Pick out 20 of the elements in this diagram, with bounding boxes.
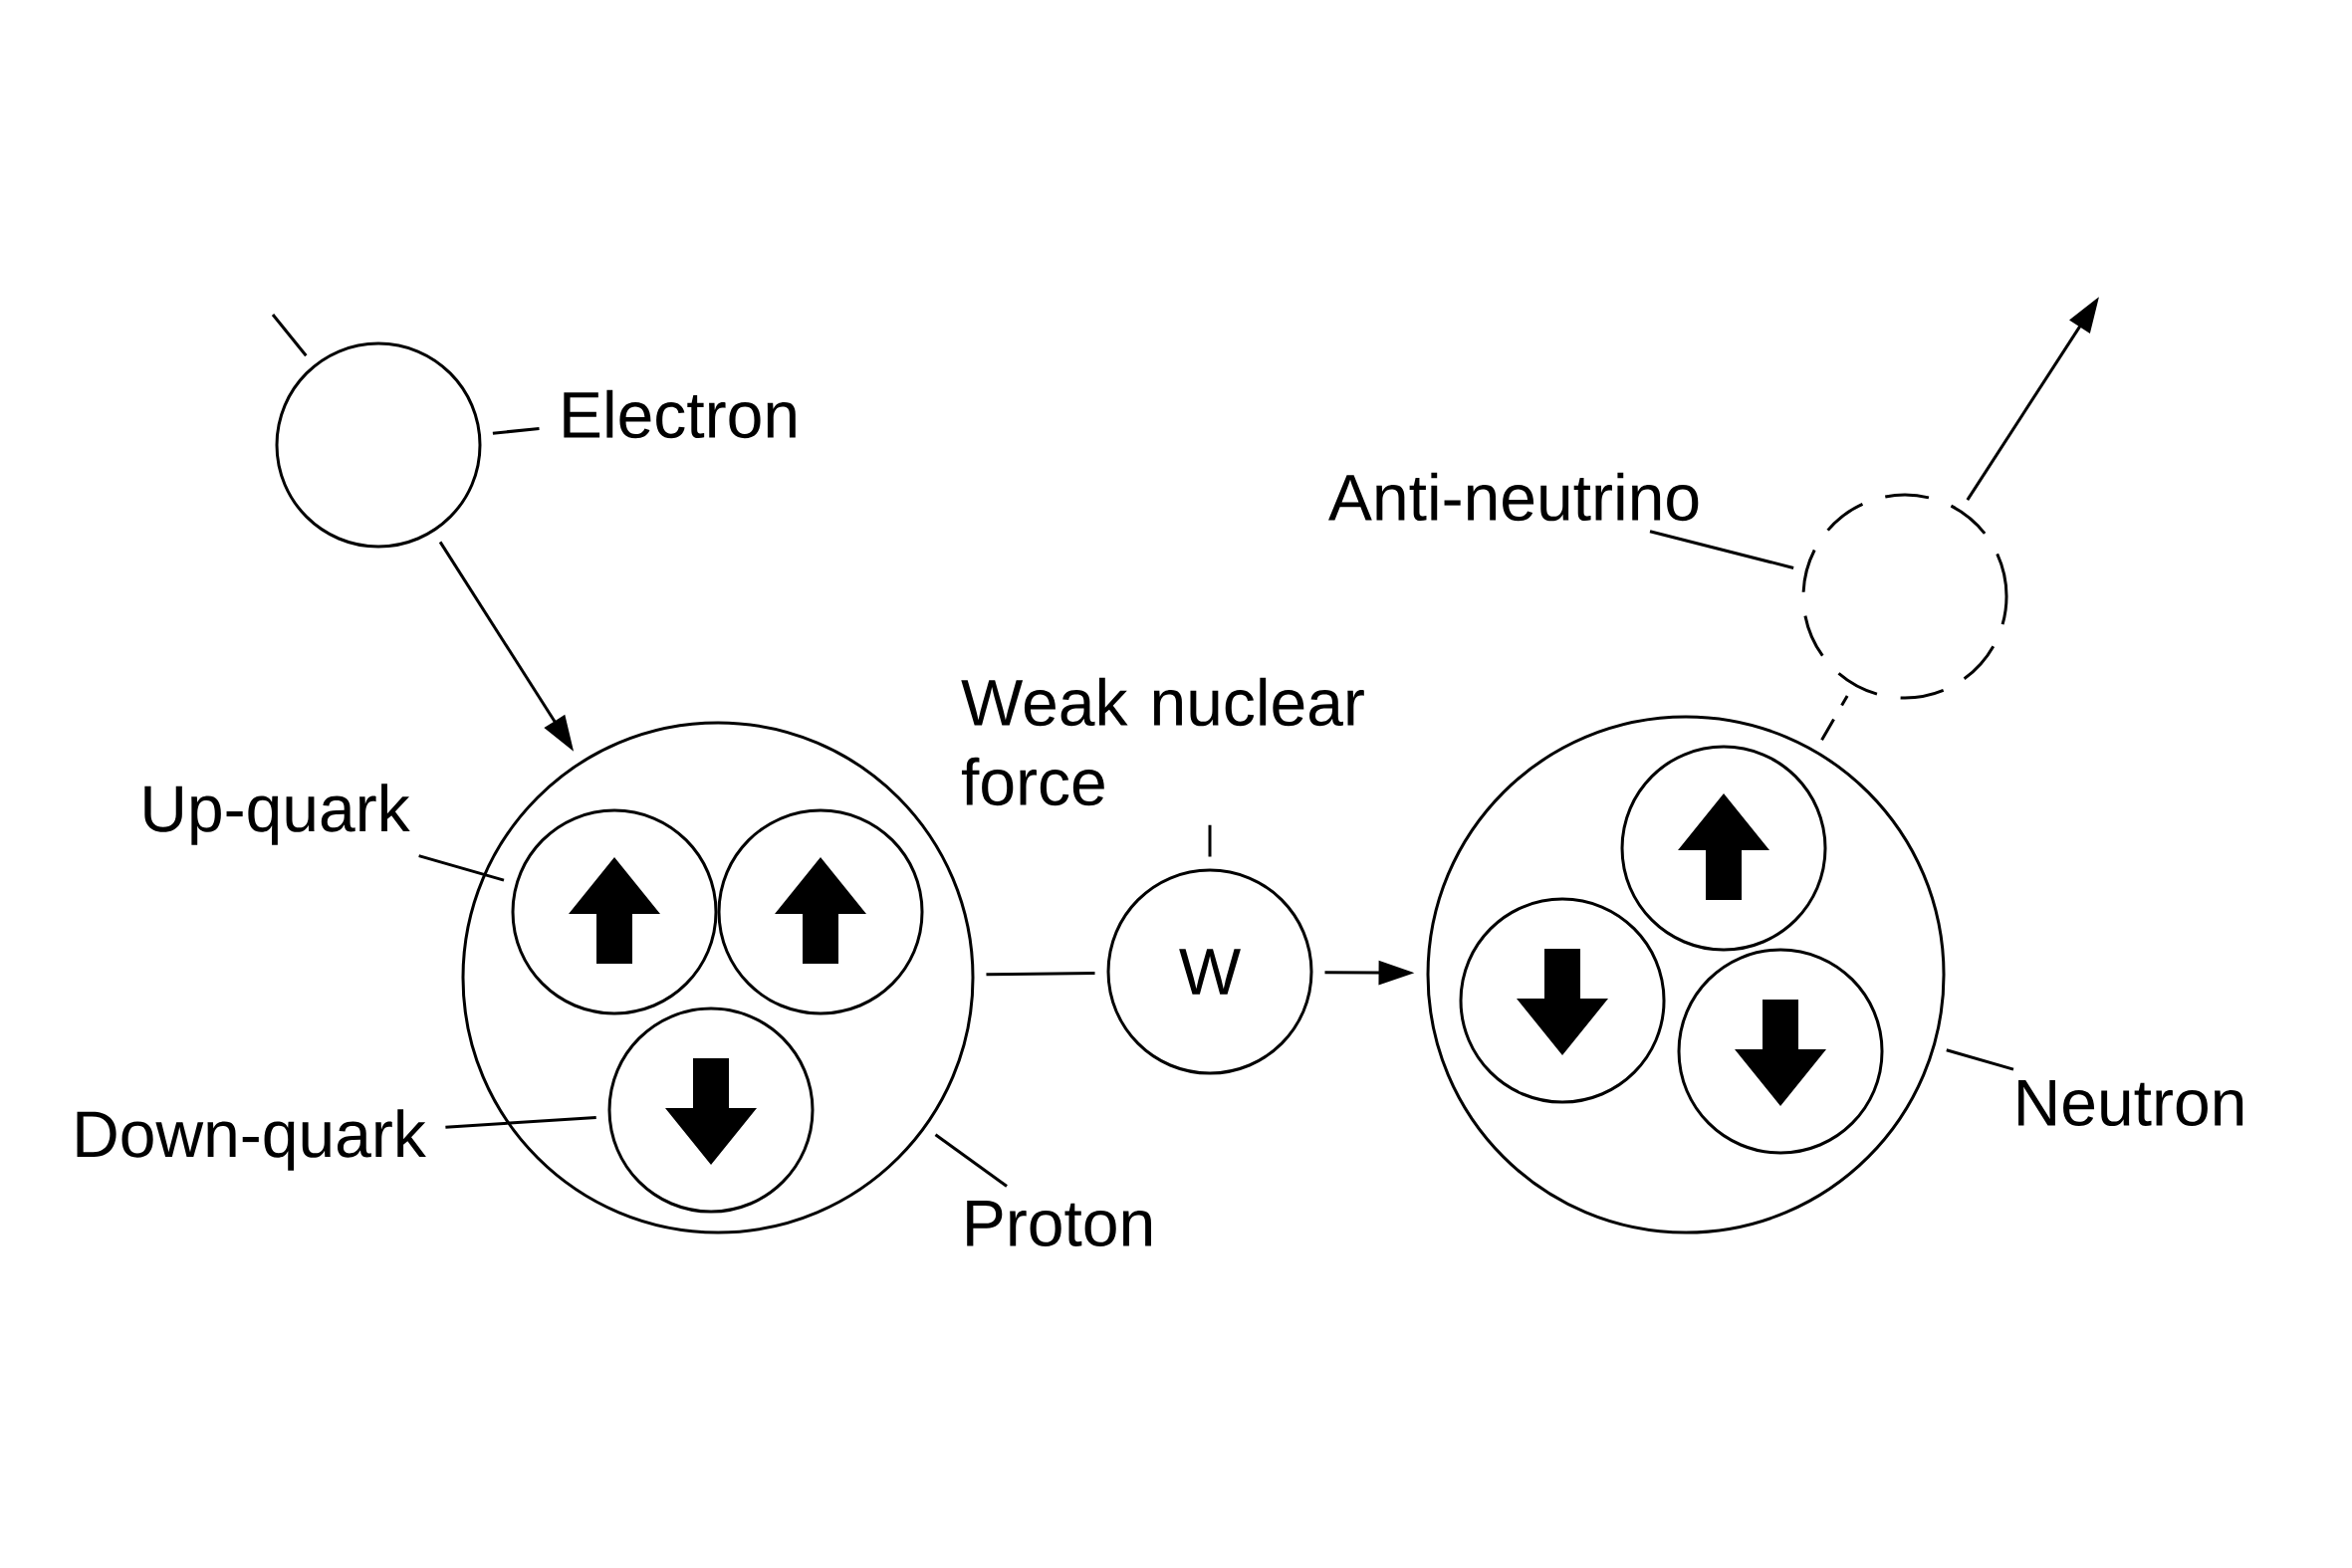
label-text: Weak nuclear force [961,677,1364,806]
leader-line [1946,1048,2014,1071]
dashed-circle [1801,493,2008,700]
label-text: Up-quark [144,784,410,845]
leader-line [418,854,505,882]
nucleon-circle [1426,715,1946,1234]
particle-circle [275,341,482,549]
connector-line [986,971,1095,977]
connector-line [271,314,308,357]
label-text: Electron [564,389,796,439]
leader-line [1208,824,1212,857]
leader-line [492,426,540,435]
label-text: Down-quark [77,1109,426,1171]
connector-line [1820,695,1849,741]
leader-line [445,1115,596,1129]
label-text: Proton [967,1201,1151,1247]
label-text: Anti-neutrino [1328,472,1699,522]
leader-line [934,1133,1008,1188]
leader-line [1649,530,1794,569]
label-text: Neutron [2018,1080,2243,1127]
